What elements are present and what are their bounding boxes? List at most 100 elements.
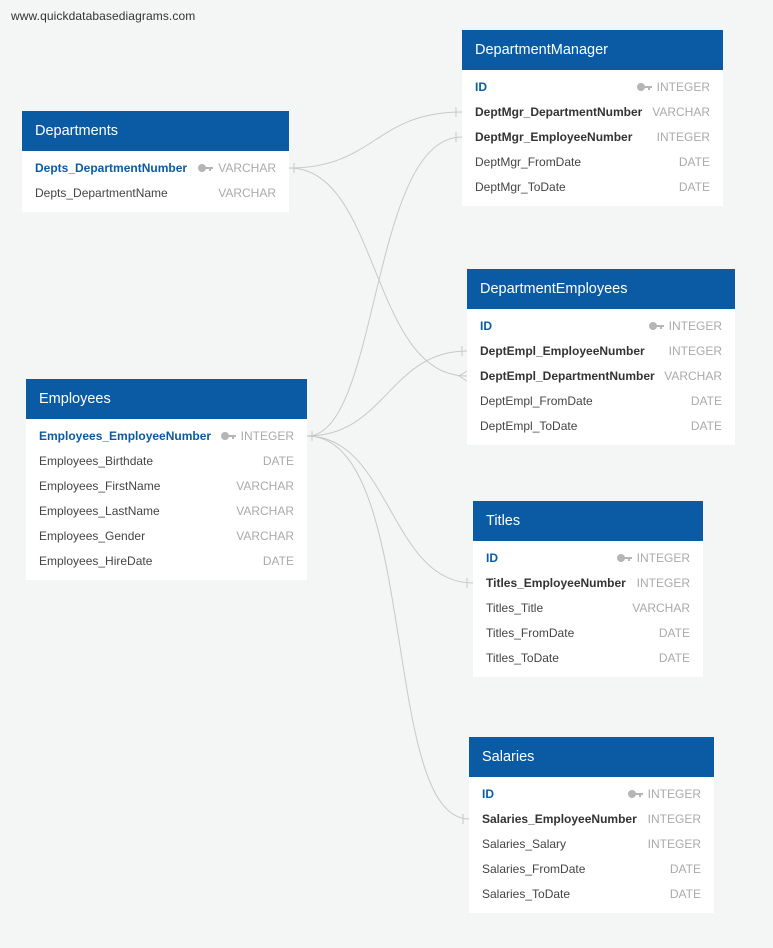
field-row[interactable]: DeptEmpl_DepartmentNumber VARCHAR bbox=[467, 364, 735, 389]
field-row[interactable]: ID INTEGER bbox=[469, 782, 714, 807]
field-row[interactable]: Employees_Birthdate DATE bbox=[26, 449, 307, 474]
field-row[interactable]: DeptMgr_ToDate DATE bbox=[462, 175, 723, 200]
field-name: ID bbox=[475, 80, 487, 94]
field-type: VARCHAR bbox=[218, 186, 276, 200]
key-icon bbox=[627, 789, 644, 798]
field-name: DeptMgr_ToDate bbox=[475, 180, 566, 194]
key-icon bbox=[636, 82, 653, 91]
field-name: Salaries_ToDate bbox=[482, 887, 571, 901]
field-name: Salaries_FromDate bbox=[482, 862, 586, 876]
field-type: INTEGER bbox=[616, 546, 690, 571]
field-row[interactable]: Titles_Title VARCHAR bbox=[473, 596, 703, 621]
field-row[interactable]: Depts_DepartmentNumber VARCHAR bbox=[22, 156, 289, 181]
rel-emp-to-titles bbox=[306, 435, 474, 584]
key-icon bbox=[616, 553, 633, 562]
table-fields: ID INTEGER Salaries_EmployeeNumber INTEG… bbox=[469, 779, 714, 913]
table-titles[interactable]: Titles ID INTEGER Titles_EmployeeNumber … bbox=[473, 501, 703, 677]
field-name: Employees_EmployeeNumber bbox=[39, 429, 212, 443]
field-row[interactable]: Employees_HireDate DATE bbox=[26, 549, 307, 574]
rel-dept-to-deptempl bbox=[288, 167, 468, 377]
rel-emp-to-deptmgr bbox=[306, 136, 463, 437]
field-row[interactable]: DeptMgr_EmployeeNumber INTEGER bbox=[462, 125, 723, 150]
field-type: VARCHAR bbox=[236, 479, 294, 493]
key-icon bbox=[198, 163, 214, 172]
field-row[interactable]: DeptEmpl_FromDate DATE bbox=[467, 389, 735, 414]
table-department-manager[interactable]: DepartmentManager ID INTEGER DeptMgr_Dep… bbox=[462, 30, 723, 206]
table-fields: ID INTEGER DeptMgr_DepartmentNumber VARC… bbox=[462, 72, 723, 206]
field-row[interactable]: Employees_FirstName VARCHAR bbox=[26, 474, 307, 499]
field-row[interactable]: Titles_ToDate DATE bbox=[473, 646, 703, 671]
table-title: DepartmentEmployees bbox=[467, 269, 735, 311]
table-employees[interactable]: Employees Employees_EmployeeNumber INTEG… bbox=[26, 379, 307, 580]
table-fields: Depts_DepartmentNumber VARCHAR Depts_Dep… bbox=[22, 153, 289, 212]
table-fields: ID INTEGER DeptEmpl_EmployeeNumber INTEG… bbox=[467, 311, 735, 445]
rel-emp-to-salaries bbox=[306, 435, 470, 820]
field-row[interactable]: ID INTEGER bbox=[467, 314, 735, 339]
watermark-text: www.quickdatabasediagrams.com bbox=[11, 9, 196, 23]
field-type: DATE bbox=[678, 180, 710, 194]
field-name: ID bbox=[486, 551, 498, 565]
field-name: Employees_FirstName bbox=[39, 479, 161, 493]
field-type: INTEGER bbox=[647, 837, 701, 851]
field-name: Employees_HireDate bbox=[39, 554, 153, 568]
field-row[interactable]: DeptEmpl_ToDate DATE bbox=[467, 414, 735, 439]
key-icon bbox=[220, 431, 237, 440]
table-fields: Employees_EmployeeNumber INTEGER Employe… bbox=[26, 421, 307, 580]
field-type: INTEGER bbox=[636, 576, 690, 590]
field-row[interactable]: Employees_LastName VARCHAR bbox=[26, 499, 307, 524]
field-row[interactable]: Titles_EmployeeNumber INTEGER bbox=[473, 571, 703, 596]
field-name: Salaries_EmployeeNumber bbox=[482, 812, 637, 826]
field-type: DATE bbox=[658, 651, 690, 665]
field-type: VARCHAR bbox=[198, 156, 276, 181]
table-title: Departments bbox=[22, 111, 289, 153]
field-row[interactable]: Depts_DepartmentName VARCHAR bbox=[22, 181, 289, 206]
field-name: Employees_Gender bbox=[39, 529, 146, 543]
field-row[interactable]: DeptEmpl_EmployeeNumber INTEGER bbox=[467, 339, 735, 364]
field-name: Depts_DepartmentNumber bbox=[35, 161, 188, 175]
field-name: Titles_ToDate bbox=[486, 651, 559, 665]
field-row[interactable]: ID INTEGER bbox=[473, 546, 703, 571]
field-type: DATE bbox=[658, 626, 690, 640]
field-name: DeptMgr_DepartmentNumber bbox=[475, 105, 643, 119]
table-departments[interactable]: Departments Depts_DepartmentNumber VARCH… bbox=[22, 111, 289, 212]
field-name: DeptEmpl_EmployeeNumber bbox=[480, 344, 645, 358]
field-row[interactable]: Salaries_EmployeeNumber INTEGER bbox=[469, 807, 714, 832]
field-type: VARCHAR bbox=[664, 369, 722, 383]
field-type: INTEGER bbox=[647, 812, 701, 826]
field-row[interactable]: DeptMgr_DepartmentNumber VARCHAR bbox=[462, 100, 723, 125]
field-row[interactable]: Salaries_ToDate DATE bbox=[469, 882, 714, 907]
field-type: DATE bbox=[690, 394, 722, 408]
table-title: Employees bbox=[26, 379, 307, 421]
field-name: Titles_Title bbox=[486, 601, 544, 615]
field-name: Titles_FromDate bbox=[486, 626, 575, 640]
field-name: DeptEmpl_DepartmentNumber bbox=[480, 369, 655, 383]
field-name: Employees_Birthdate bbox=[39, 454, 154, 468]
key-icon bbox=[648, 321, 665, 330]
table-salaries[interactable]: Salaries ID INTEGER Salaries_EmployeeNum… bbox=[469, 737, 714, 913]
rel-dept-to-deptmgr bbox=[288, 111, 463, 169]
field-type: INTEGER bbox=[656, 130, 710, 144]
field-type: VARCHAR bbox=[236, 504, 294, 518]
field-type: INTEGER bbox=[220, 424, 294, 449]
table-fields: ID INTEGER Titles_EmployeeNumber INTEGER… bbox=[473, 543, 703, 677]
field-name: Titles_EmployeeNumber bbox=[486, 576, 626, 590]
field-row[interactable]: DeptMgr_FromDate DATE bbox=[462, 150, 723, 175]
field-type: DATE bbox=[690, 419, 722, 433]
field-row[interactable]: Salaries_FromDate DATE bbox=[469, 857, 714, 882]
field-row[interactable]: Salaries_Salary INTEGER bbox=[469, 832, 714, 857]
field-row[interactable]: ID INTEGER bbox=[462, 75, 723, 100]
field-type: DATE bbox=[678, 155, 710, 169]
field-type: INTEGER bbox=[636, 75, 710, 100]
field-row[interactable]: Titles_FromDate DATE bbox=[473, 621, 703, 646]
field-name: Salaries_Salary bbox=[482, 837, 567, 851]
field-type: DATE bbox=[262, 454, 294, 468]
table-department-employees[interactable]: DepartmentEmployees ID INTEGER DeptEmpl_… bbox=[467, 269, 735, 445]
field-type: INTEGER bbox=[648, 314, 722, 339]
rel-emp-to-deptempl bbox=[306, 350, 468, 437]
field-name: ID bbox=[482, 787, 494, 801]
field-row[interactable]: Employees_Gender VARCHAR bbox=[26, 524, 307, 549]
field-row[interactable]: Employees_EmployeeNumber INTEGER bbox=[26, 424, 307, 449]
field-name: DeptMgr_FromDate bbox=[475, 155, 582, 169]
field-type: DATE bbox=[669, 887, 701, 901]
